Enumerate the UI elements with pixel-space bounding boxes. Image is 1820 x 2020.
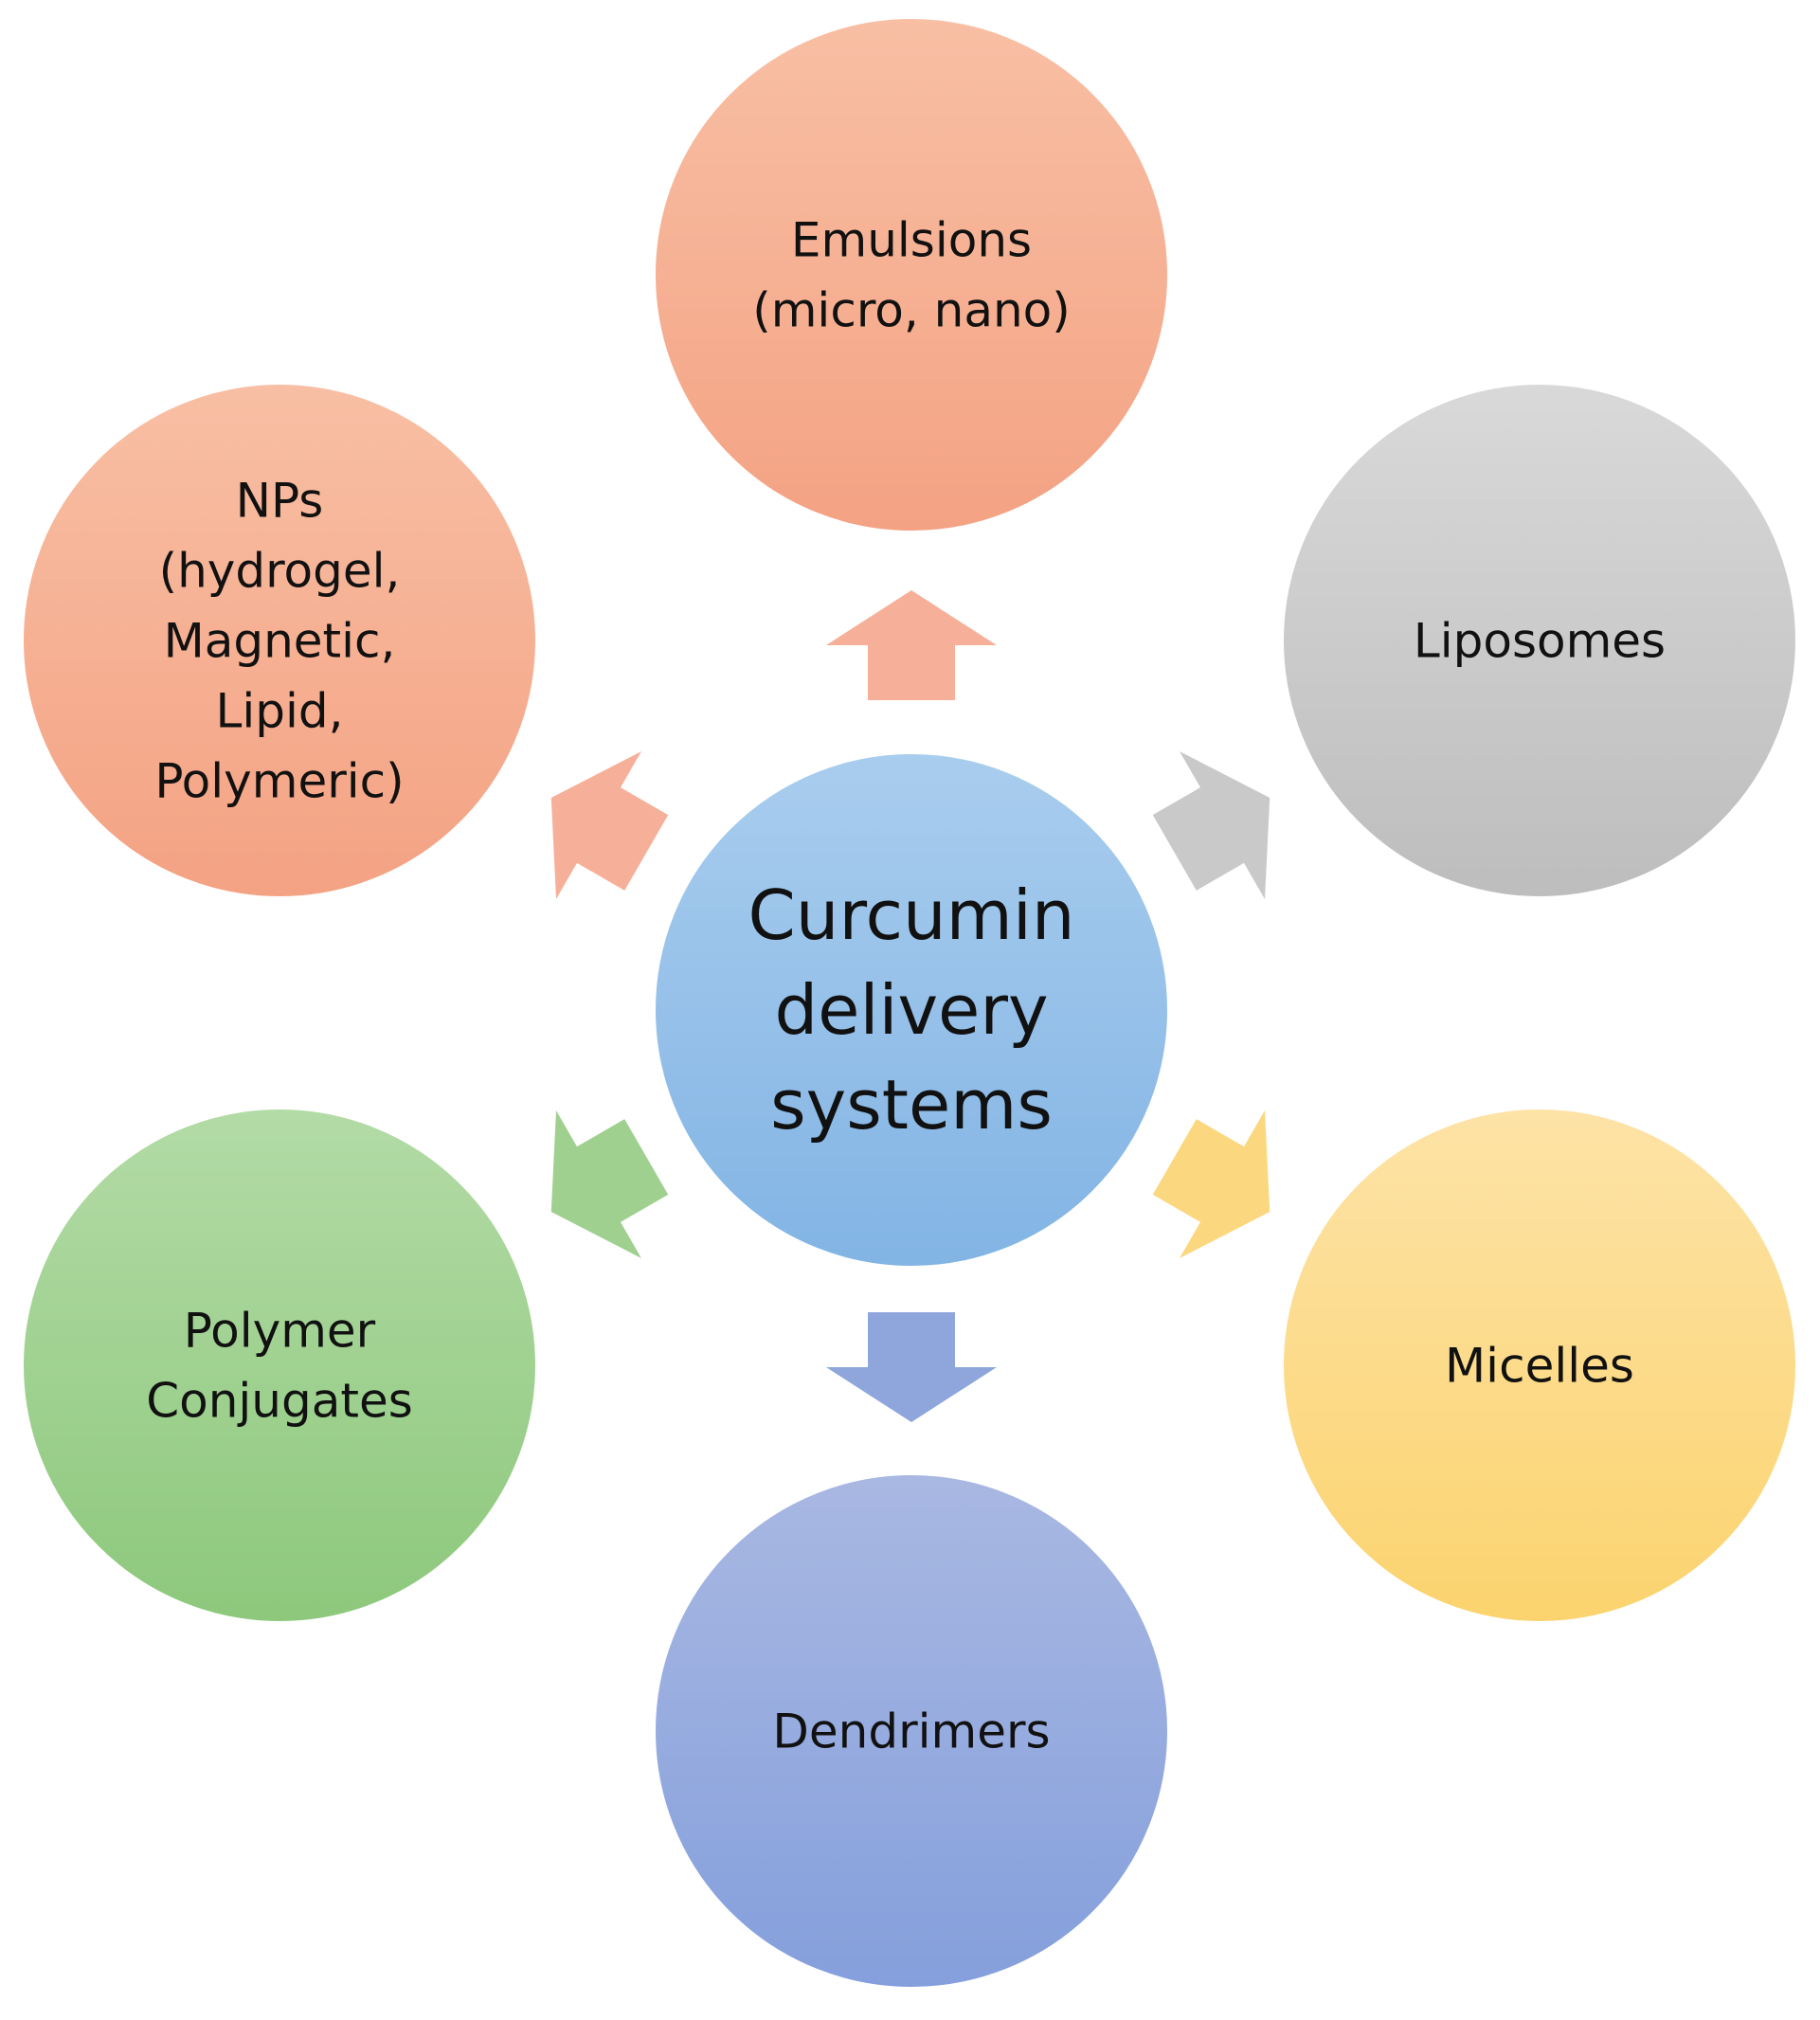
label-line: (hydrogel, — [159, 544, 401, 599]
node-label-liposomes: Liposomes — [1414, 614, 1666, 669]
center-circle — [652, 750, 1171, 1270]
node-liposomes: Liposomes — [1280, 381, 1799, 900]
label-line: Polymeric) — [154, 754, 404, 809]
node-circle-polymer-conjugates — [20, 1106, 539, 1625]
label-line: Magnetic, — [164, 614, 396, 669]
arrow-emulsions — [826, 590, 997, 700]
label-line: Emulsions — [791, 213, 1032, 268]
center-label: Curcumin delivery systems — [748, 875, 1075, 1145]
label-line: delivery — [774, 970, 1048, 1050]
label-line: Liposomes — [1414, 614, 1666, 669]
arrow-polymer-conjugates — [550, 1110, 669, 1258]
label-line: NPs — [236, 474, 324, 529]
label-line: systems — [770, 1065, 1053, 1145]
node-circle-nps — [20, 381, 539, 900]
node-circle-micelles — [1280, 1106, 1799, 1625]
node-emulsions: Emulsions (micro, nano) — [652, 15, 1171, 534]
arrow-dendrimers — [826, 1312, 997, 1422]
label-line: Dendrimers — [772, 1704, 1050, 1759]
label-line: Lipid, — [215, 684, 343, 739]
node-label-nps: NPs (hydrogel, Magnetic, Lipid, Polymeric) — [154, 474, 404, 809]
node-circle-emulsions — [652, 15, 1171, 534]
node-dendrimers: Dendrimers — [652, 1471, 1171, 1991]
node-label-micelles: Micelles — [1445, 1339, 1634, 1394]
arrow-micelles — [1152, 1110, 1270, 1258]
arrow-liposomes — [1152, 751, 1270, 899]
label-line: Curcumin — [748, 875, 1075, 955]
node-micelles: Micelles — [1280, 1106, 1799, 1625]
node-label-dendrimers: Dendrimers — [772, 1704, 1050, 1759]
label-line: Micelles — [1445, 1339, 1634, 1394]
arrows — [550, 590, 1270, 1422]
node-label-emulsions: Emulsions (micro, nano) — [752, 213, 1071, 338]
outer-nodes: Emulsions (micro, nano) LiposomesMicellesD… — [20, 15, 1799, 1991]
center-node: Curcumin delivery systems — [652, 750, 1171, 1270]
arrow-nps — [550, 751, 669, 899]
label-line: Polymer — [184, 1304, 376, 1359]
label-line: (micro, nano) — [752, 283, 1071, 338]
node-nps: NPs (hydrogel, Magnetic, Lipid, Polymeric) — [20, 381, 539, 900]
node-circle-liposomes — [1280, 381, 1799, 900]
node-circle-dendrimers — [652, 1471, 1171, 1991]
label-line: Conjugates — [146, 1374, 413, 1429]
